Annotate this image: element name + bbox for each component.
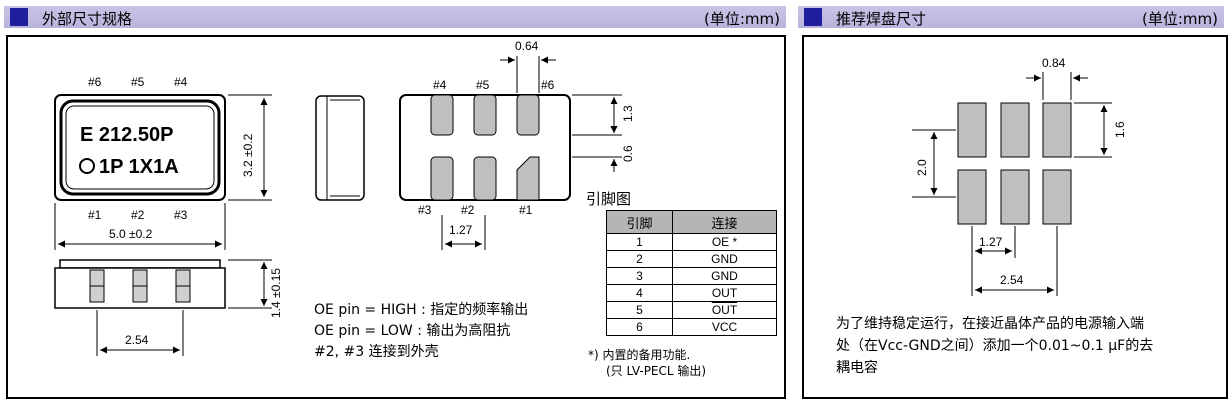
pin-label: #5 [476,78,490,92]
pin-label: #1 [88,208,102,222]
package-end-view [315,95,365,201]
right-panel-unit: (单位:mm) [1142,10,1218,28]
dim-land-pitch-label: 1.27 [979,235,1003,249]
pin-number: 1 [606,233,673,251]
package-bottom-view [399,94,571,201]
pin-table-header: 连接 [672,210,777,234]
pin-connection: VCC [672,318,777,336]
land-pattern [957,102,1072,225]
footnote-line1: *) 内置的备用功能. [588,348,691,362]
decoupling-note-line3: 耦电容 [836,360,878,376]
dim-land-height-label: 1.6 [1113,121,1127,138]
dim-pad-pitch-label: 1.27 [449,223,473,237]
pin-number: 3 [606,267,673,285]
left-panel-unit: (单位:mm) [704,10,780,28]
pin-label: #6 [541,78,555,92]
pin-table-header: 引脚 [606,210,673,234]
right-panel-header: 推荐焊盘尺寸 (单位:mm) [798,6,1224,28]
pin-number: 2 [606,250,673,268]
oe-low-note: OE pin = LOW : 输出为高阻抗 [314,323,511,339]
pin-label: #6 [88,75,102,89]
dim-width-label: 5.0 ±0.2 [109,227,153,241]
pin-label: #3 [174,208,188,222]
header-square-icon [10,8,28,26]
pin-connection: OUT [672,301,777,319]
left-panel-title: 外部尺寸规格 [42,10,133,28]
pin-connection: OUT [672,284,777,302]
pin-label: #4 [174,75,188,89]
case-note: #2, #3 连接到外壳 [314,344,439,360]
dim-pad-width-label: 0.64 [515,39,539,53]
dim-pad-height-label: 1.3 [621,105,635,122]
right-panel-title: 推荐焊盘尺寸 [836,10,927,28]
pin-label: #2 [131,208,145,222]
pin-label: #4 [433,78,447,92]
dim-land-span-label: 2.0 [915,159,929,176]
dim-height-label: 3.2 ±0.2 [241,133,255,177]
decoupling-note-line1: 为了维持稳定运行，在接近晶体产品的电源输入端 [836,316,1144,332]
footnote-line2: (只 LV-PECL 输出) [606,364,707,378]
decoupling-note-line2: 处（在Vcc-GND之间）添加一个0.01~0.1 µF的去 [836,338,1154,354]
dim-land-pitch2-label: 2.54 [1000,273,1024,287]
pin-label: #2 [461,203,475,217]
pin1-marker-icon [79,158,95,174]
pin-label: #5 [131,75,145,89]
oe-high-note: OE pin = HIGH : 指定的频率输出 [314,302,529,318]
pin-number: 6 [606,318,673,336]
pin-connection: GND [672,250,777,268]
package-side-view [54,259,226,309]
pin-label: #1 [519,203,533,217]
pin-connection: OE * [672,233,777,251]
package-top-view [54,94,226,201]
pin-number: 4 [606,284,673,302]
marking-line2: 1P 1X1A [99,156,179,178]
header-square-icon [804,8,822,26]
pin-label: #3 [418,203,432,217]
dim-land-width-label: 0.84 [1042,56,1066,70]
dim-thickness-label: 1.4 ±0.15 [269,268,283,318]
dim-pitch-label: 2.54 [125,333,149,347]
pin-connection: GND [672,267,777,285]
pin-number: 5 [606,301,673,319]
dim-pad-gap-label: 0.6 [621,145,635,162]
marking-line1: E 212.50P [80,124,173,146]
left-panel-header: 外部尺寸规格 (单位:mm) [4,6,786,28]
pin-table-title: 引脚图 [586,190,632,208]
